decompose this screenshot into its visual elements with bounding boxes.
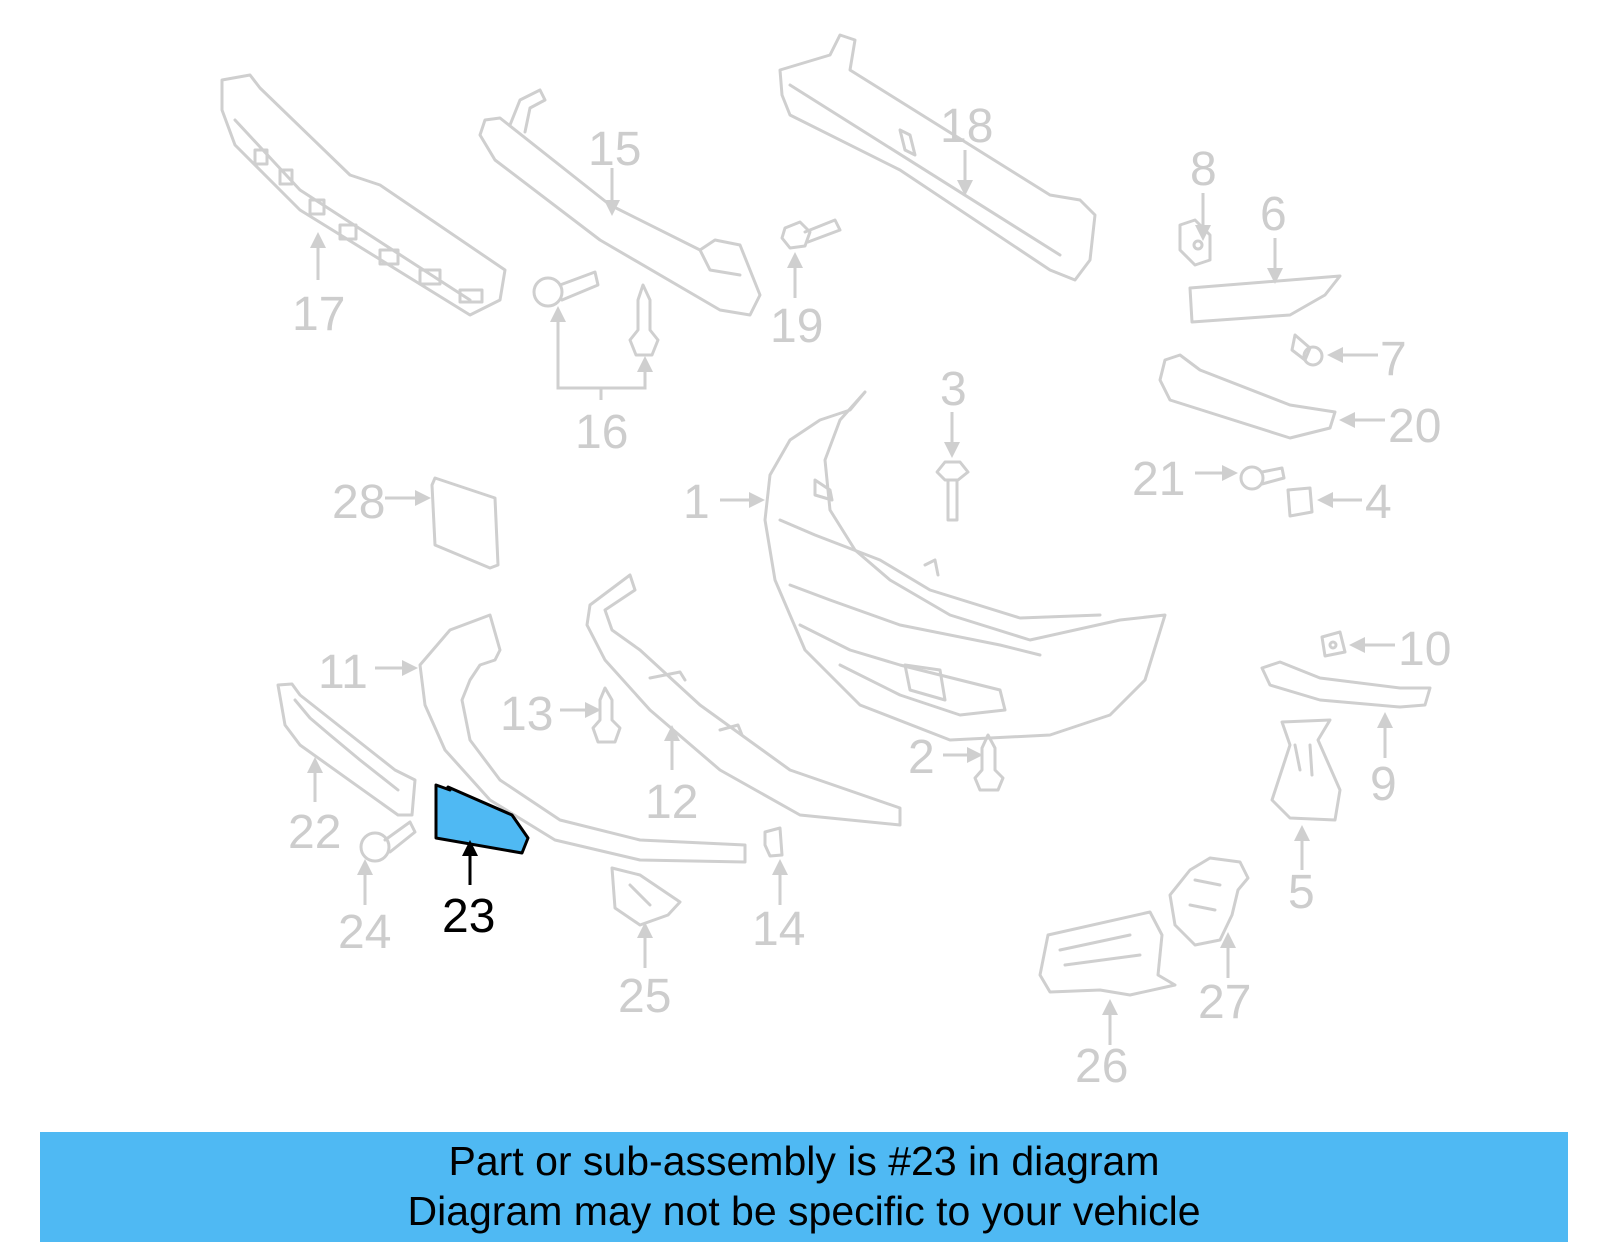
part-26-duct: [1038, 910, 1177, 997]
part-27-bracket: [1168, 856, 1250, 947]
callout-12: 12: [645, 776, 698, 829]
part-22-grille: [276, 682, 417, 817]
part-13-pin: [591, 686, 622, 744]
arrow-16: [550, 306, 653, 400]
arrow-13: [560, 702, 601, 718]
callout-16: 16: [575, 406, 628, 459]
arrow-3: [944, 412, 960, 458]
callout-1: 1: [683, 476, 710, 529]
arrow-14: [772, 859, 788, 905]
part-25-bracket: [610, 866, 682, 927]
callout-20: 20: [1388, 400, 1441, 453]
callout-6: 6: [1260, 188, 1287, 241]
callout-17: 17: [292, 288, 345, 341]
info-banner: Part or sub-assembly is #23 in diagram D…: [40, 1132, 1568, 1242]
part-11-trim-strip: [418, 613, 747, 864]
part-17-absorber: [220, 73, 507, 317]
part-5-boot: [1270, 718, 1342, 822]
arrow-1: [720, 492, 765, 508]
callout-9: 9: [1370, 758, 1397, 811]
callout-15: 15: [588, 123, 641, 176]
part-9-molding: [1260, 660, 1432, 709]
arrow-9: [1377, 712, 1393, 758]
callout-2: 2: [908, 731, 935, 784]
arrow-23: [462, 840, 478, 885]
arrow-4: [1317, 492, 1362, 508]
part-19-bolt: [780, 218, 842, 250]
callout-26: 26: [1075, 1040, 1128, 1093]
callout-21: 21: [1132, 453, 1185, 506]
arrow-22: [307, 757, 323, 802]
callout-10: 10: [1398, 623, 1451, 676]
part-3-pin: [935, 460, 970, 522]
banner-line-part: Part or sub-assembly is #23 in diagram: [448, 1138, 1160, 1184]
arrow-6: [1267, 238, 1283, 284]
part-4-nut: [1286, 486, 1314, 518]
arrow-5: [1294, 825, 1310, 870]
callout-28: 28: [332, 476, 385, 529]
banner-line-disclaimer: Diagram may not be specific to your vehi…: [407, 1188, 1201, 1234]
part-6-bracket: [1188, 274, 1342, 324]
callout-22: 22: [288, 806, 341, 859]
part-12-spoiler: [585, 573, 902, 827]
callout-11: 11: [318, 646, 368, 699]
part-2-pin: [973, 733, 1005, 792]
arrow-15: [604, 168, 620, 216]
callout-4: 4: [1365, 476, 1392, 529]
callout-24: 24: [338, 906, 391, 959]
callout-25: 25: [618, 970, 671, 1023]
callout-13: 13: [500, 688, 553, 741]
part-21-screw: [1239, 465, 1286, 491]
arrow-27: [1220, 932, 1236, 978]
arrow-18: [957, 150, 973, 196]
part-16-screws: [532, 270, 660, 357]
part-10-clip: [1320, 630, 1347, 658]
arrow-28: [385, 490, 431, 506]
part-14-clip: [763, 826, 784, 858]
part-23-bracket-highlighted: [434, 783, 530, 855]
arrow-26: [1102, 999, 1118, 1045]
part-28-plate-bracket: [430, 476, 500, 570]
callout-7: 7: [1380, 333, 1407, 386]
part-7-screw: [1290, 333, 1324, 367]
arrow-10: [1349, 637, 1395, 653]
arrow-2: [943, 747, 983, 763]
arrow-8: [1195, 193, 1211, 241]
callout-14: 14: [752, 903, 805, 956]
callout-27: 27: [1198, 976, 1251, 1029]
part-24-screw: [359, 820, 417, 863]
callout-23: 23: [442, 890, 495, 943]
arrow-12: [664, 725, 680, 770]
arrow-21: [1195, 465, 1238, 481]
arrow-25: [637, 922, 653, 968]
arrow-24: [357, 859, 373, 905]
arrow-17: [310, 232, 326, 280]
callout-19: 19: [770, 300, 823, 353]
callout-18: 18: [940, 100, 993, 153]
arrow-19: [787, 252, 803, 298]
part-18-reinforcement: [778, 33, 1097, 282]
arrow-7: [1327, 347, 1378, 363]
part-1-bumper-cover: [763, 390, 1167, 742]
part-8-clip: [1178, 218, 1212, 267]
callout-8: 8: [1190, 143, 1217, 196]
callout-5: 5: [1288, 866, 1315, 919]
part-20-retainer: [1158, 353, 1337, 440]
parts-diagram: 1 2 3 4 5 6 7 8 9 10 11 12 13 14 15 16 1…: [220, 33, 1451, 1093]
arrow-11: [375, 660, 418, 676]
callout-3: 3: [940, 363, 967, 416]
arrow-20: [1339, 412, 1385, 428]
